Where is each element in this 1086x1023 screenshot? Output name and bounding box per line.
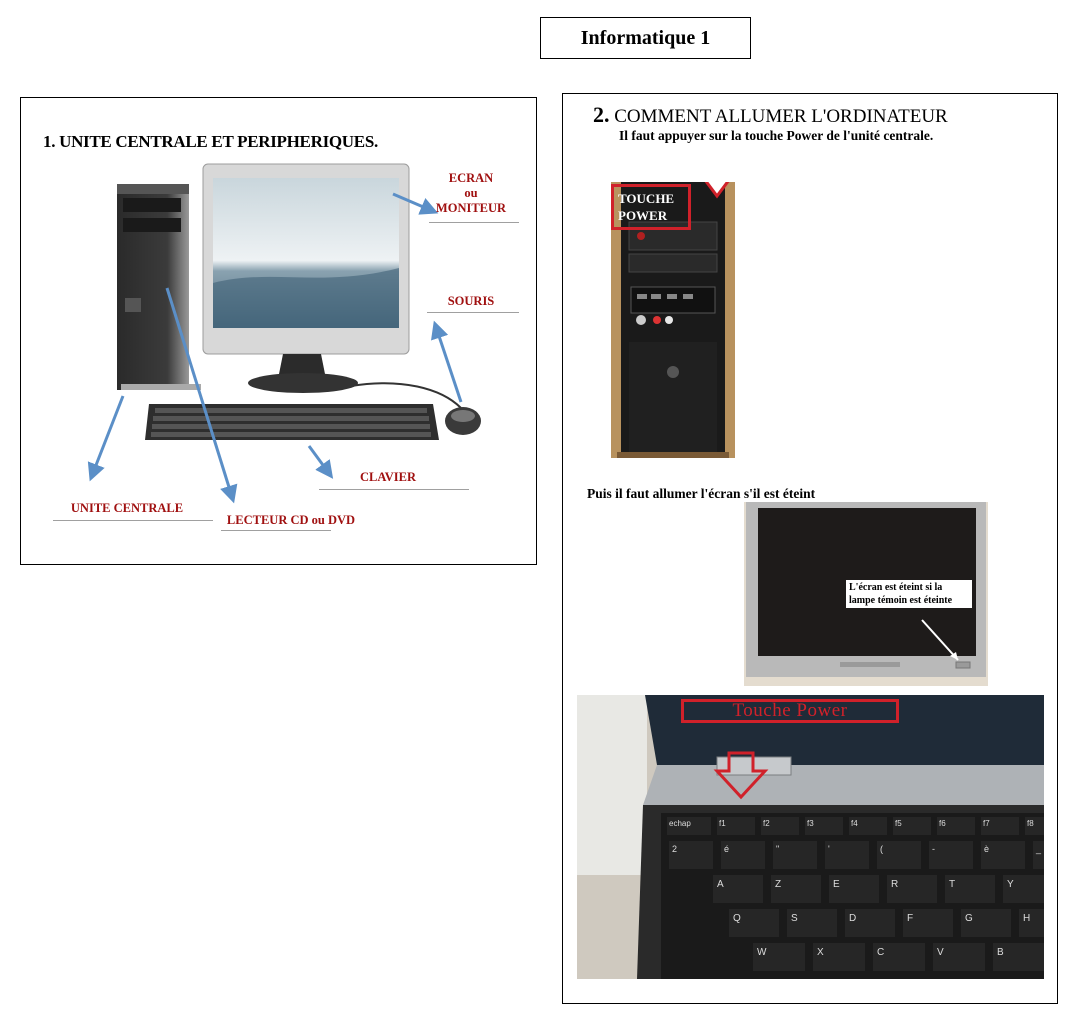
- key: f8: [1025, 817, 1044, 835]
- key: f4: [849, 817, 887, 835]
- key: f1: [717, 817, 755, 835]
- underline-unite-centrale: [53, 520, 213, 521]
- section1-title: 1. UNITE CENTRALE ET PERIPHERIQUES.: [43, 132, 378, 151]
- key-row-0: echap f1 f2 f3 f4 f5 f6 f7 f8: [667, 817, 1044, 835]
- tower-graphic: [117, 184, 201, 390]
- key: echap: [667, 817, 711, 835]
- label-lecteur: LECTEUR CD ou DVD: [226, 513, 356, 527]
- screen-instruction: Puis il faut allumer l'écran s'il est ét…: [587, 486, 816, 501]
- touche-power-line1: TOUCHE: [618, 191, 675, 206]
- underline-ecran: [429, 222, 519, 223]
- keyboard-graphic: [145, 404, 439, 440]
- key: Z: [771, 875, 821, 903]
- label-clavier: CLAVIER: [359, 470, 417, 484]
- key: B: [993, 943, 1044, 971]
- computer-illustration: [87, 163, 481, 504]
- key: W: [753, 943, 805, 971]
- key: -: [929, 841, 973, 869]
- section1-panel: 1. UNITE CENTRALE ET PERIPHERIQUES.: [20, 97, 537, 565]
- key: ': [825, 841, 869, 869]
- laptop-photo: echap f1 f2 f3 f4 f5 f6 f7 f8 2 é " ' ( …: [577, 695, 1044, 979]
- key: f3: [805, 817, 843, 835]
- key: A: [713, 875, 763, 903]
- key: S: [787, 909, 837, 937]
- key: C: [873, 943, 925, 971]
- key: 2: [669, 841, 713, 869]
- key: f2: [761, 817, 799, 835]
- key-row-3: Q S D F G H: [729, 909, 1044, 937]
- key: f6: [937, 817, 975, 835]
- page-title: Informatique 1: [540, 17, 751, 59]
- key: Y: [1003, 875, 1044, 903]
- laptop-power-label: Touche Power: [681, 699, 899, 723]
- key: G: [961, 909, 1011, 937]
- label-souris: SOURIS: [447, 294, 495, 308]
- key: F: [903, 909, 953, 937]
- touche-power-box: TOUCHE POWER: [611, 184, 691, 230]
- power-arrow-down-icon: [704, 182, 730, 199]
- key: f7: [981, 817, 1019, 835]
- key-row-2: A Z E R T Y: [713, 875, 1044, 903]
- key: T: [945, 875, 995, 903]
- label-ecran: ECRAN: [448, 171, 494, 185]
- section2-panel: 2. COMMENT ALLUMER L'ORDINATEUR Il faut …: [562, 93, 1058, 1004]
- monitor-graphic: [202, 163, 410, 393]
- laptop-power-arrow-icon: [713, 751, 769, 800]
- key: X: [813, 943, 865, 971]
- section2-title: 2. COMMENT ALLUMER L'ORDINATEUR: [593, 102, 948, 128]
- key: _: [1033, 841, 1044, 869]
- key: H: [1019, 909, 1044, 937]
- section2-subtitle: Il faut appuyer sur la touche Power de l…: [619, 128, 934, 143]
- monitor-photo: L'écran est éteint si la lampe témoin es…: [744, 502, 988, 686]
- key: E: [829, 875, 879, 903]
- key: f5: [893, 817, 931, 835]
- label-ecran-moniteur: ECRAN ou MONITEUR: [431, 171, 511, 216]
- key: ": [773, 841, 817, 869]
- key: V: [933, 943, 985, 971]
- key-row-4: W X C V B: [753, 943, 1044, 971]
- key: D: [845, 909, 895, 937]
- label-unite-centrale: UNITE CENTRALE: [70, 501, 184, 515]
- key: è: [981, 841, 1025, 869]
- key-row-1: 2 é " ' ( - è _: [669, 841, 1044, 869]
- touche-power-line2: POWER: [618, 208, 668, 223]
- underline-clavier: [319, 489, 469, 490]
- key: (: [877, 841, 921, 869]
- key: Q: [729, 909, 779, 937]
- section2-title-text: COMMENT ALLUMER L'ORDINATEUR: [614, 106, 948, 127]
- section2-number: 2.: [593, 102, 610, 127]
- underline-souris: [427, 312, 519, 313]
- key: R: [887, 875, 937, 903]
- underline-lecteur: [221, 530, 331, 531]
- key: é: [721, 841, 765, 869]
- screen-note: L'écran est éteint si la lampe témoin es…: [846, 580, 972, 608]
- label-ou: ou: [464, 186, 478, 200]
- label-moniteur: MONITEUR: [435, 201, 507, 215]
